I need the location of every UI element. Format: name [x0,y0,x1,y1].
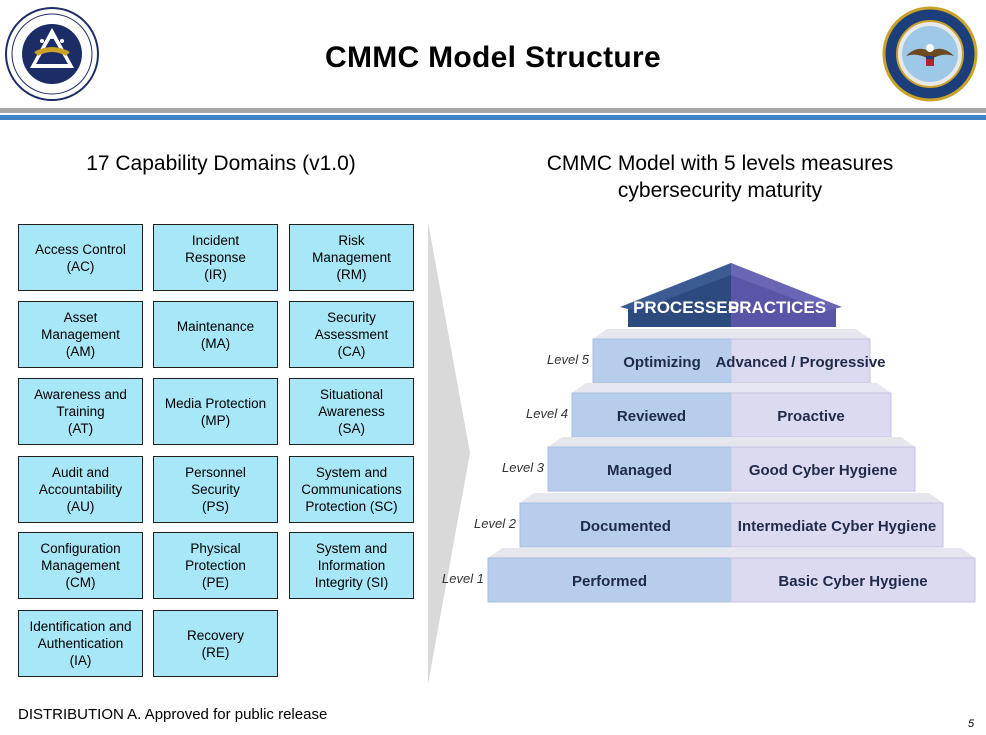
tier-bevel [520,493,943,503]
capability-domain-box: Audit and Accountability (AU) [18,456,143,523]
practice-cell [730,338,871,384]
capability-domain-label: Security Assessment (CA) [314,310,389,359]
capability-domain-label: Situational Awareness (SA) [318,387,385,436]
capability-domain-box: Personnel Security (PS) [153,456,278,523]
capability-domain-label: Configuration Management (CM) [40,541,121,590]
roof-processes-label: PROCESSES [633,298,739,317]
process-label: Optimizing [623,354,701,371]
model-levels-heading: CMMC Model with 5 levels measures cybers… [546,152,894,202]
practice-label: Advanced / Progressive [715,354,885,371]
capability-domain-box: Maintenance (MA) [153,301,278,368]
tier-bevel [593,329,870,339]
capability-domain-box: Awareness and Training (AT) [18,378,143,445]
capability-domain-box: Incident Response (IR) [153,224,278,291]
chevron-arrow [428,222,470,684]
practice-label: Good Cyber Hygiene [749,462,897,479]
tier-bevel [488,548,975,558]
level-label: Level 2 [474,516,517,531]
capability-domain-label: Risk Management (RM) [312,233,391,282]
capability-domain-box: Risk Management (RM) [289,224,414,291]
page-title: CMMC Model Structure [325,41,661,74]
practice-label: Proactive [777,408,845,425]
dod-seal [882,6,978,102]
process-cell [592,338,732,384]
process-cell [571,392,732,438]
process-cell [487,557,732,603]
practice-label: Basic Cyber Hygiene [778,573,927,590]
practice-label: Intermediate Cyber Hygiene [738,518,936,535]
capability-domain-label: Recovery (RE) [186,627,245,660]
roof-practices-label: PRACTICES [728,298,826,317]
capability-domain-box: Configuration Management (CM) [18,532,143,599]
capability-domain-box: Access Control (AC) [18,224,143,291]
process-label: Documented [580,518,671,535]
capability-domain-box: Recovery (RE) [153,610,278,677]
level-label: Level 4 [526,406,568,421]
practice-cell [730,502,944,548]
capability-domain-box: Identification and Authentication (IA) [18,610,143,677]
capability-domain-label: Incident Response (IR) [185,233,246,282]
page-number: 5 [968,718,975,730]
capability-domain-box: System and Communications Protection (SC… [289,456,414,523]
level-label: Level 5 [547,352,590,367]
process-label: Performed [572,573,647,590]
practice-cell [730,392,892,438]
capability-domain-label: System and Information Integrity (SI) [314,541,389,590]
capability-domain-label: Access Control (AC) [35,241,126,274]
level-label: Level 1 [442,571,484,586]
capability-domain-label: Audit and Accountability (AU) [38,465,123,514]
capability-domain-label: Awareness and Training (AT) [34,387,127,436]
header-divider-gray [0,108,986,113]
tier-bevel [548,437,915,447]
capability-domain-box: Media Protection (MP) [153,378,278,445]
process-cell [547,446,732,492]
capability-domain-box: Situational Awareness (SA) [289,378,414,445]
capability-domain-box: Physical Protection (PE) [153,532,278,599]
capability-domain-box: Security Assessment (CA) [289,301,414,368]
process-label: Reviewed [617,408,686,425]
capability-domain-label: Media Protection (MP) [164,395,267,428]
tier-bevel [572,383,891,393]
roof-edge-left [620,263,731,311]
process-cell [519,502,732,548]
capability-domain-box: System and Information Integrity (SI) [289,532,414,599]
capability-domain-label: System and Communications Protection (SC… [301,465,402,514]
distribution-statement: DISTRIBUTION A. Approved for public rele… [18,706,328,723]
capability-domain-label: Personnel Security (PS) [185,465,246,514]
process-label: Managed [607,462,672,479]
capability-domain-label: Maintenance (MA) [176,318,255,351]
capability-domains-heading: 17 Capability Domains (v1.0) [86,152,356,175]
roof-edge-right [731,263,842,311]
level-label: Level 3 [502,460,545,475]
practice-cell [730,557,976,603]
practice-cell [730,446,916,492]
osd-acquisition-seal [4,6,100,102]
capability-domain-label: Asset Management (AM) [41,310,120,359]
capability-domain-box: Asset Management (AM) [18,301,143,368]
capability-domain-label: Physical Protection (PE) [185,541,246,590]
capability-domain-label: Identification and Authentication (IA) [29,619,132,668]
header-divider-blue [0,115,986,120]
